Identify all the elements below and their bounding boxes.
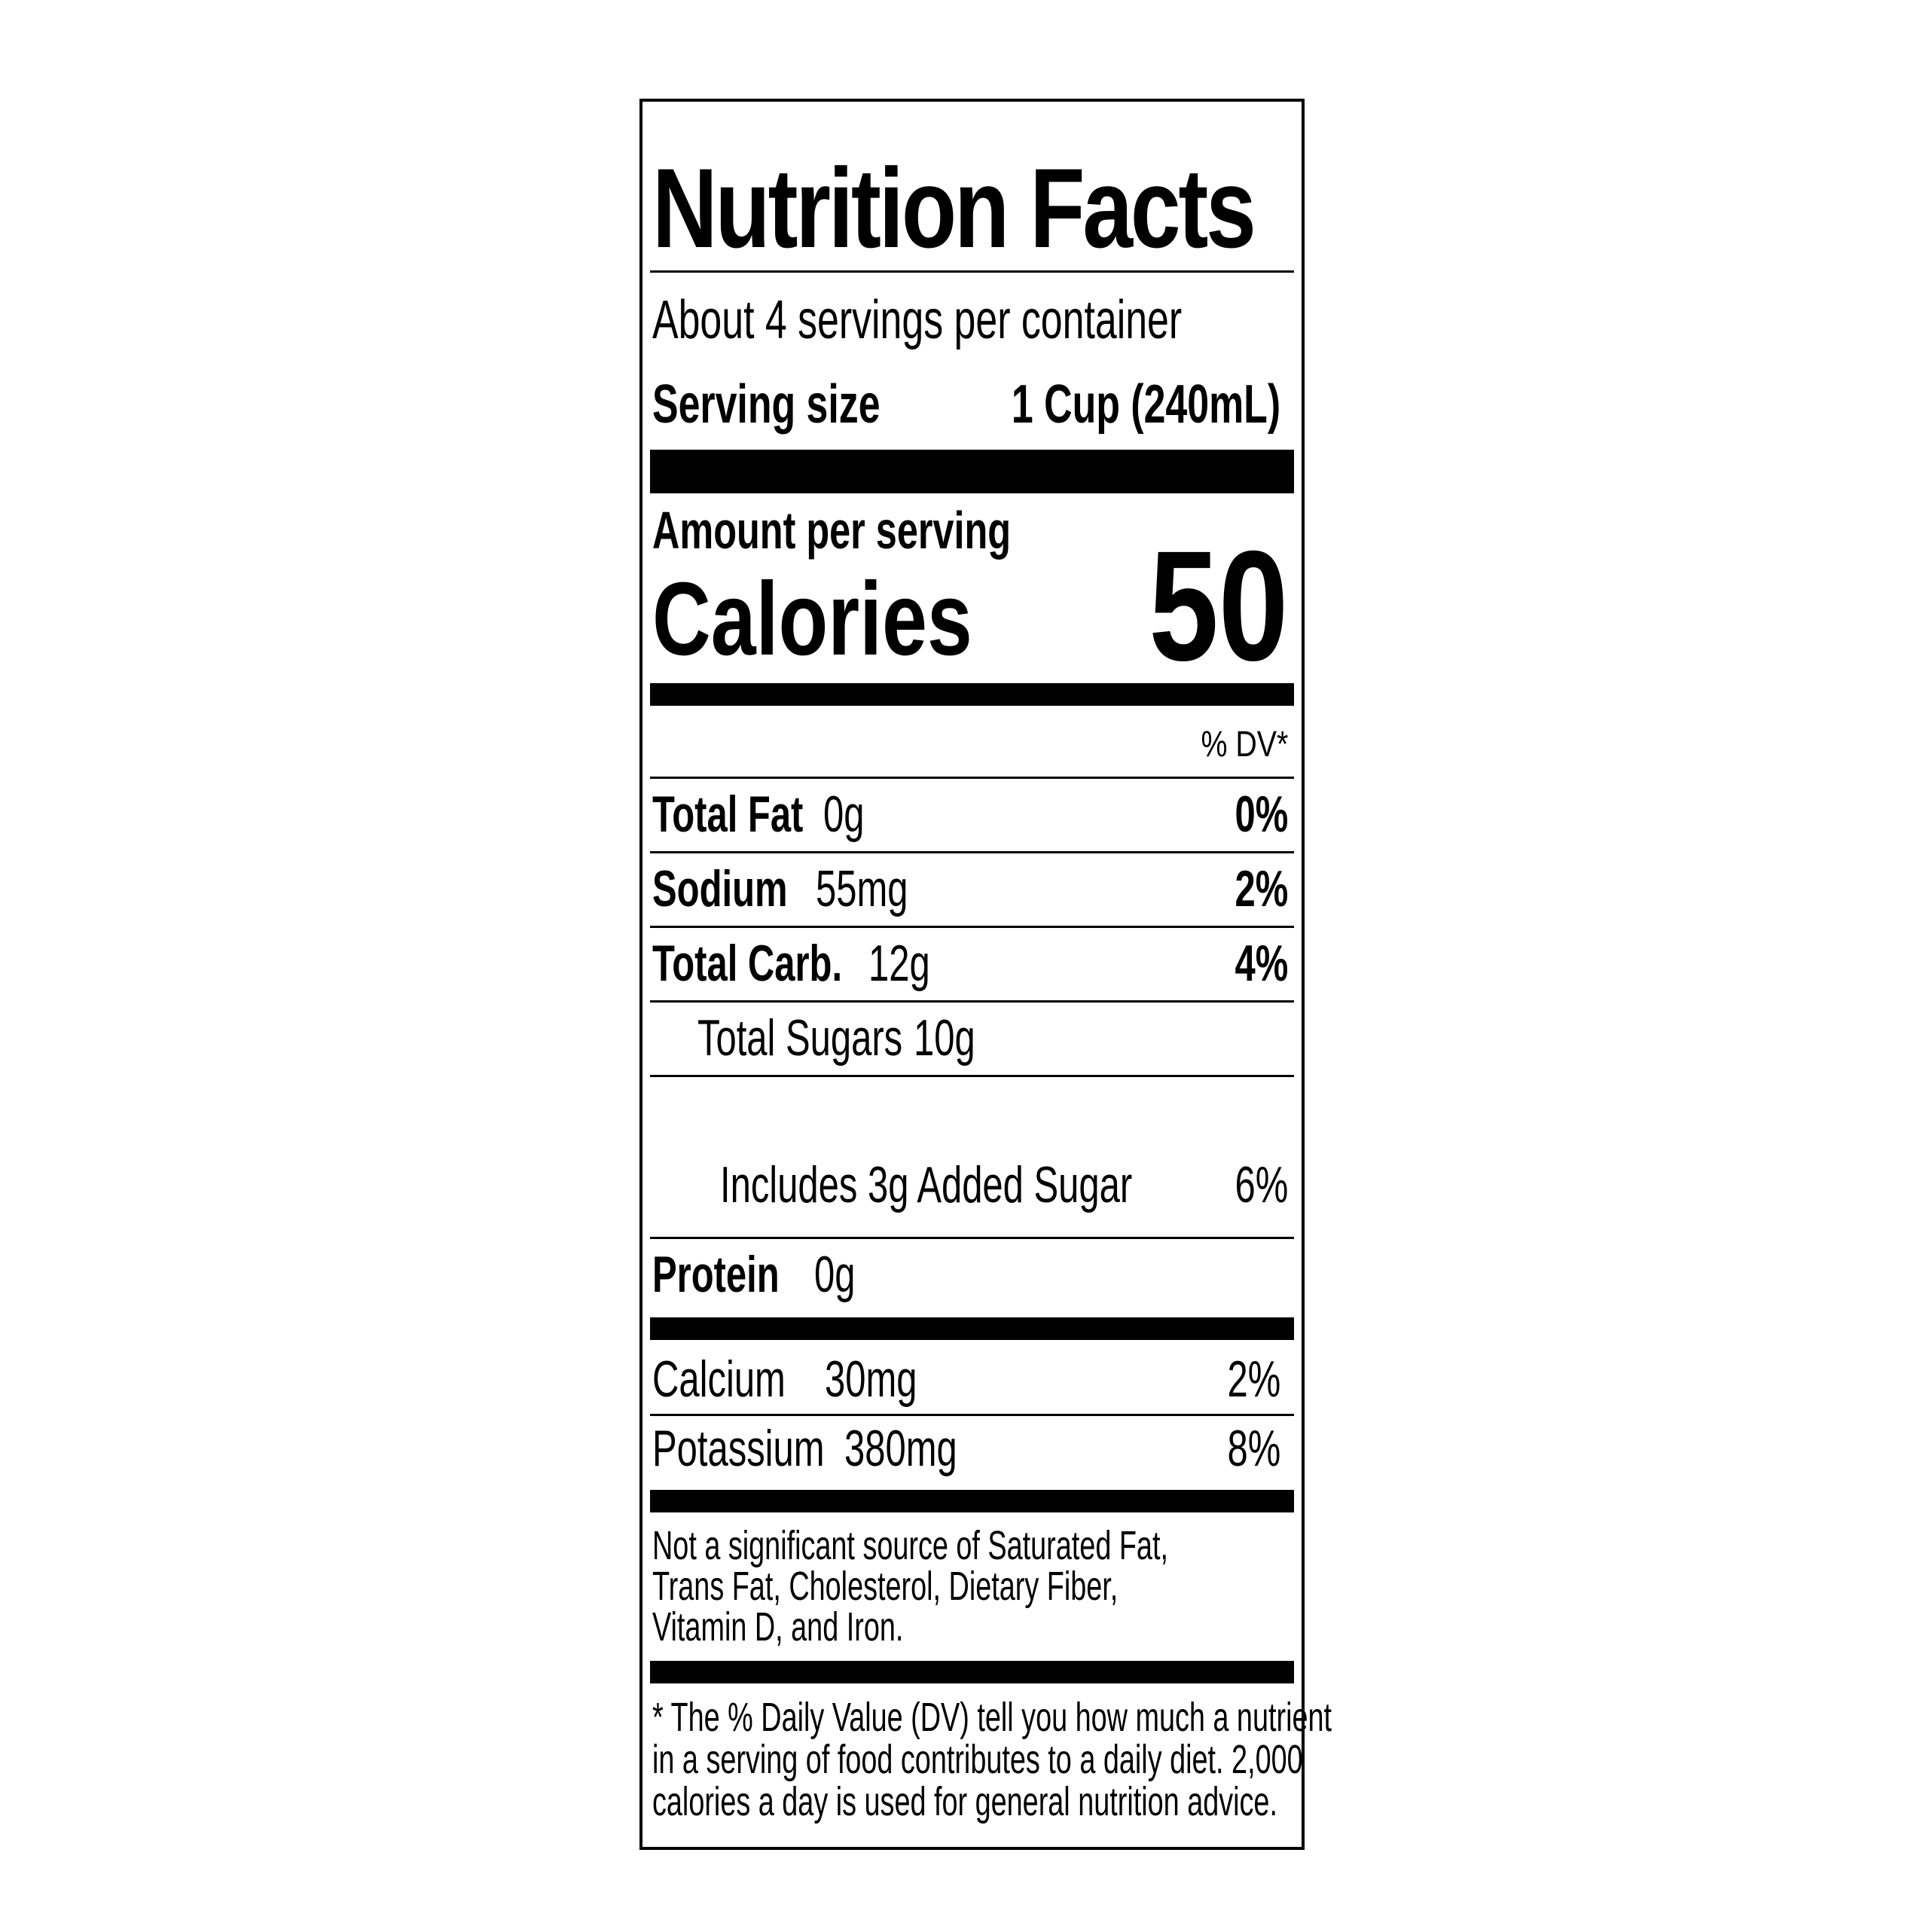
label-inner: Nutrition Facts About 4 servings per con… xyxy=(650,102,1332,1847)
nutrient-amount: 12g xyxy=(868,935,930,992)
note-line: Not a significant source of Saturated Fa… xyxy=(652,1523,1168,1568)
nutrient-name: Total Carb. xyxy=(652,935,843,992)
nutrient-dv: 6% xyxy=(1235,1156,1288,1213)
mineral-name: Calcium xyxy=(652,1351,786,1408)
mineral-dv: 8% xyxy=(1227,1420,1280,1477)
note-line: Vitamin D, and Iron. xyxy=(652,1604,904,1650)
row-divider xyxy=(650,1075,1294,1077)
calories-bar xyxy=(650,683,1294,706)
row-divider xyxy=(650,851,1294,853)
footnote-line: in a serving of food contributes to a da… xyxy=(652,1737,1303,1782)
mineral-name: Potassium xyxy=(652,1420,825,1477)
serving-thick-bar xyxy=(650,450,1294,493)
nutrient-dv: 4% xyxy=(1235,935,1288,992)
row-divider xyxy=(650,1237,1294,1239)
dv-divider xyxy=(650,777,1294,779)
dv-header: % DV* xyxy=(1201,725,1288,765)
label-title: Nutrition Facts xyxy=(652,145,1256,271)
nutrient-name: Includes 3g Added Sugar xyxy=(720,1156,1133,1213)
mineral-dv: 2% xyxy=(1227,1351,1280,1408)
serving-size-value: 1 Cup (240mL) xyxy=(1011,374,1280,435)
nutrient-name: Total Fat xyxy=(652,786,804,843)
footnote-line: calories a day is used for general nutri… xyxy=(652,1779,1277,1824)
protein-bar xyxy=(650,1317,1294,1340)
calories-value: 50 xyxy=(1148,519,1288,694)
serving-size-label: Serving size xyxy=(652,374,881,435)
nutrient-dv: 2% xyxy=(1235,860,1288,917)
nutrient-dv: 0% xyxy=(1235,786,1288,843)
nutrient-amount: 0g xyxy=(814,1246,856,1303)
nutrient-amount: 0g xyxy=(823,786,865,843)
mineral-amount: 30mg xyxy=(825,1351,917,1408)
title-divider xyxy=(650,270,1294,273)
nutrient-amount: 10g xyxy=(914,1009,975,1067)
minerals-bar xyxy=(650,1490,1294,1512)
row-divider xyxy=(650,926,1294,928)
amount-per-serving: Amount per serving xyxy=(652,501,1012,560)
nutrient-name: Sodium xyxy=(652,860,788,917)
calories-label: Calories xyxy=(652,561,972,677)
nutrition-facts-label: Nutrition Facts About 4 servings per con… xyxy=(639,99,1332,1850)
nutrient-amount: 55mg xyxy=(816,860,908,917)
nutrient-name: Total Sugars xyxy=(697,1009,903,1067)
note-line: Trans Fat, Cholesterol, Dietary Fiber, xyxy=(652,1564,1119,1609)
footnote-bar xyxy=(650,1661,1294,1683)
servings-per-container: About 4 servings per container xyxy=(652,290,1183,350)
footnote-line: * The % Daily Value (DV) tell you how mu… xyxy=(652,1695,1332,1740)
mineral-amount: 380mg xyxy=(844,1420,957,1477)
row-divider xyxy=(650,1000,1294,1003)
nutrient-name: Protein xyxy=(652,1246,780,1303)
row-divider xyxy=(650,1414,1294,1416)
